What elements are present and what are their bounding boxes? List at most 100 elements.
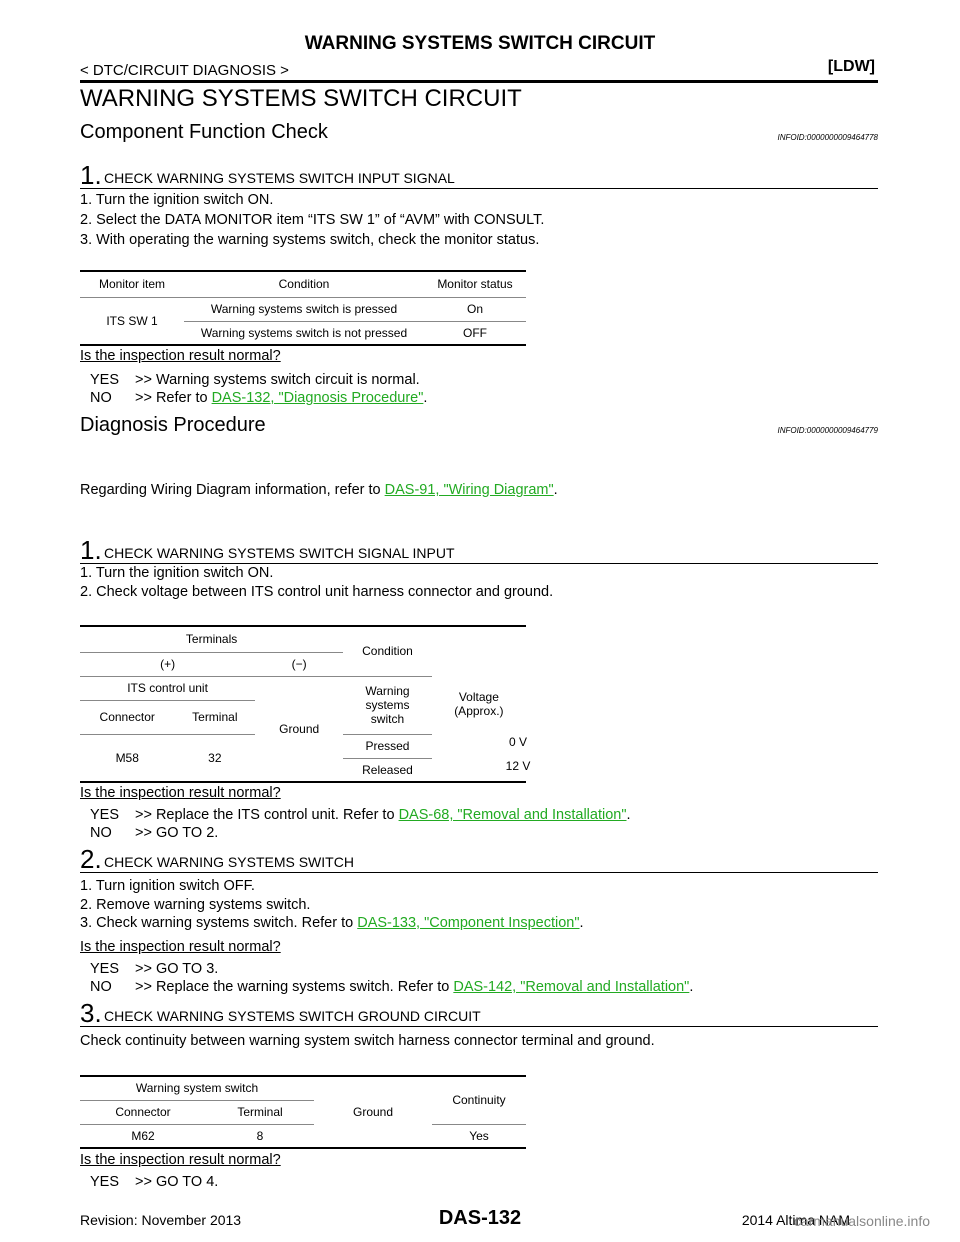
step-title: CHECK WARNING SYSTEMS SWITCH SIGNAL INPU… [104, 545, 455, 561]
table-cell: Ground [255, 676, 344, 783]
table-header: Terminal [174, 700, 256, 735]
answer-key: NO [90, 390, 112, 406]
answer-no: NO >> Replace the warning systems switch.… [90, 979, 693, 995]
answer-yes: YES >> Replace the ITS control unit. Refe… [90, 807, 631, 823]
step-number: 2. [80, 844, 102, 874]
voltage-table: Terminals Condition Voltage (Approx.) (+… [80, 625, 526, 783]
page-header-title: WARNING SYSTEMS SWITCH CIRCUIT [304, 33, 656, 54]
table-cell: Yes [432, 1124, 526, 1149]
answer-text: >> Warning systems switch circuit is nor… [135, 372, 420, 388]
instruction-line: 3. With operating the warning systems sw… [80, 232, 540, 248]
table-cell: 32 [174, 734, 256, 783]
answer-key: YES [90, 961, 120, 977]
answer-end: . [689, 979, 694, 995]
reference-link[interactable]: DAS-133, "Component Inspection" [357, 915, 580, 931]
answer-key: NO [90, 979, 112, 995]
intro-text: Regarding Wiring Diagram information, re… [80, 482, 558, 498]
header-rule [80, 80, 878, 83]
section-title-component-function-check: Component Function Check [80, 121, 328, 143]
step-number: 1. [80, 160, 102, 190]
table-header: ITS control unit [80, 676, 256, 701]
answer-text: >> GO TO 4. [135, 1174, 219, 1190]
question-text: Is the inspection result normal? [80, 939, 281, 955]
section-code: [LDW] [827, 58, 875, 75]
table-header: (−) [255, 652, 344, 677]
instruction-line: 2. Check voltage between ITS control uni… [80, 584, 554, 600]
table-header: Connector [80, 1100, 206, 1125]
section-title-diagnosis-procedure: Diagnosis Procedure [80, 414, 266, 436]
step-heading-1: 1. CHECK WARNING SYSTEMS SWITCH INPUT SI… [80, 160, 878, 190]
answer-yes: YES >> GO TO 4. [90, 1174, 218, 1190]
table-header: Terminals [80, 625, 344, 653]
model-label: 2014 Altima NAM [741, 1212, 850, 1228]
instruction-text: 3. Check warning systems switch. Refer t… [80, 915, 358, 931]
table-header: Monitor item [80, 270, 184, 298]
step-title: CHECK WARNING SYSTEMS SWITCH INPUT SIGNA… [104, 170, 455, 186]
step-number: 3. [80, 998, 102, 1028]
reference-link[interactable]: DAS-132, "Diagnosis Procedure" [211, 390, 424, 406]
table-cell-item: ITS SW 1 [80, 297, 184, 346]
table-cell: On [424, 297, 526, 322]
table-row: Warning systems switch is not pressed OF… [80, 321, 526, 346]
table-cell: 0 V [508, 735, 527, 749]
question-text: Is the inspection result normal? [80, 1152, 281, 1168]
instruction-line: 1. Turn ignition switch OFF. [80, 878, 255, 894]
intro-end: . [553, 482, 558, 498]
instruction-line: 3. Check warning systems switch. Refer t… [80, 915, 584, 931]
table-cell: Pressed [343, 734, 432, 759]
instruction-line: Check continuity between warning system … [80, 1033, 655, 1049]
table-header: Condition [184, 270, 424, 298]
answer-yes: YES >> Warning systems switch circuit is … [90, 372, 420, 388]
table-header-row: Monitor item Condition Monitor status [80, 270, 526, 298]
step-title: CHECK WARNING SYSTEMS SWITCH [104, 854, 354, 870]
infoid-label: INFOID:0000000009464778 [777, 133, 878, 142]
answer-text: >> Refer to [135, 390, 212, 406]
table-cell: M58 [80, 734, 175, 783]
table-cell: OFF [424, 321, 526, 346]
watermark: carmanualsonline.info [793, 1213, 930, 1229]
table-header: Condition [343, 625, 432, 677]
answer-key: NO [90, 825, 112, 841]
reference-link[interactable]: DAS-91, "Wiring Diagram" [384, 482, 554, 498]
answer-key: YES [90, 1174, 120, 1190]
step-heading-2: 2. CHECK WARNING SYSTEMS SWITCH [80, 844, 878, 874]
table-cell: Released [343, 758, 432, 783]
table-header: Terminal [206, 1100, 314, 1125]
monitor-table: Monitor item Condition Monitor status IT… [80, 270, 526, 346]
table-cell: 8 [206, 1124, 314, 1149]
instruction-line: 2. Select the DATA MONITOR item “ITS SW … [80, 212, 545, 228]
answer-text: >> Replace the ITS control unit. Refer t… [135, 807, 399, 823]
table-header: Monitor status [424, 270, 526, 298]
step-title: CHECK WARNING SYSTEMS SWITCH GROUND CIRC… [104, 1008, 481, 1024]
answer-end: . [626, 807, 631, 823]
revision-date: Revision: November 2013 [80, 1212, 242, 1228]
instruction-line: 2. Remove warning systems switch. [80, 897, 311, 913]
instruction-line: 1. Turn the ignition switch ON. [80, 192, 274, 208]
step-heading-3: 3. CHECK WARNING SYSTEMS SWITCH GROUND C… [80, 998, 878, 1028]
table-header: (+) [80, 652, 256, 677]
continuity-table: Warning system switch Ground Continuity … [80, 1075, 526, 1149]
table-header: Warning system switch [80, 1075, 314, 1101]
intro-label: Regarding Wiring Diagram information, re… [80, 482, 385, 498]
main-title: WARNING SYSTEMS SWITCH CIRCUIT [80, 85, 522, 112]
reference-link[interactable]: DAS-142, "Removal and Installation" [453, 979, 690, 995]
table-cell: 12 V [505, 759, 531, 773]
answer-text: >> Replace the warning systems switch. R… [135, 979, 454, 995]
table-header: Connector [80, 700, 175, 735]
answer-no: NO >> Refer to DAS-132, "Diagnosis Proced… [90, 390, 427, 406]
table-row: ITS SW 1 Warning systems switch is press… [80, 297, 526, 346]
table-header: Warning systems switch [343, 676, 432, 735]
breadcrumb: < DTC/CIRCUIT DIAGNOSIS > [80, 62, 289, 79]
answer-text: >> GO TO 2. [135, 825, 219, 841]
answer-key: YES [90, 372, 120, 388]
table-cell: Warning systems switch is pressed [184, 297, 424, 322]
step-number: 1. [80, 535, 102, 565]
reference-link[interactable]: DAS-68, "Removal and Installation" [398, 807, 627, 823]
table-cell: Warning systems switch is not pressed [184, 321, 424, 346]
infoid-label: INFOID:0000000009464779 [777, 426, 878, 435]
page-number: DAS-132 [438, 1207, 522, 1229]
answer-yes: YES >> GO TO 3. [90, 961, 218, 977]
answer-text: >> GO TO 3. [135, 961, 219, 977]
answer-key: YES [90, 807, 120, 823]
table-cell: M62 [80, 1124, 206, 1149]
